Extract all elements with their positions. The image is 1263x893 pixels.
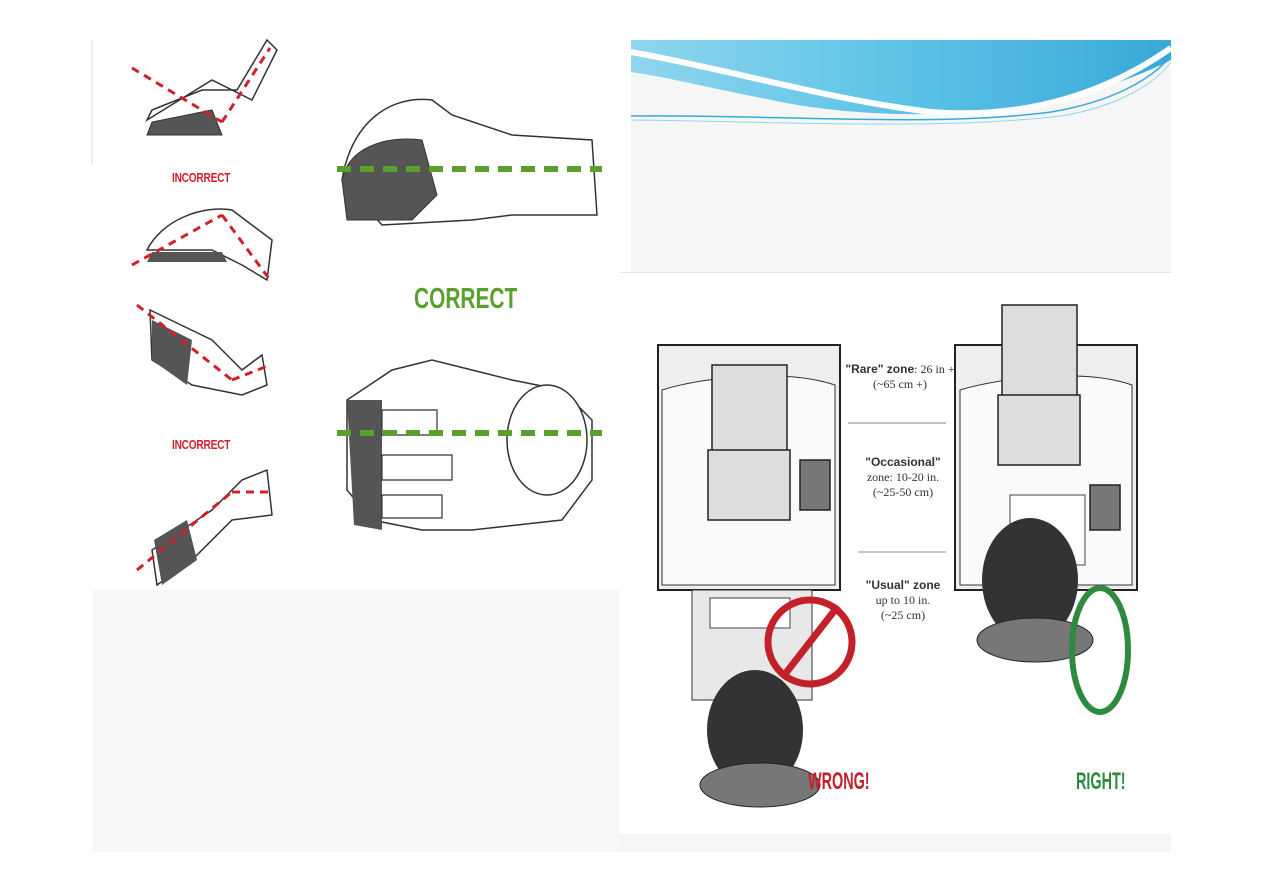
occasional-zone-text: "Occasional"zone: 10-20 in.(~25-50 cm) — [848, 455, 958, 500]
incorrect-hand-extended — [131, 38, 278, 136]
rare-zone-text: "Rare" zone: 26 in +(~65 cm +) — [840, 362, 960, 392]
correct-hand-side-view — [337, 98, 602, 226]
rare-zone-title: "Rare" zone — [845, 362, 915, 376]
occasional-zone-metric: (~25-50 cm) — [872, 485, 934, 499]
header-wave-graphic — [630, 40, 1173, 125]
rare-zone-metric: (~65 cm +) — [873, 377, 927, 391]
right-desk-layout — [954, 304, 1138, 715]
usual-zone-metric: (~25 cm) — [880, 608, 926, 622]
occasional-zone-value: zone: 10-20 in. — [866, 470, 940, 484]
rare-zone-value: : 26 in + — [914, 362, 955, 376]
right-bottom-strip — [620, 834, 1171, 852]
correct-label: CORRECT — [414, 283, 518, 315]
workstation-reach-illustration — [657, 304, 1138, 808]
left-bottom-panel — [92, 590, 622, 852]
wrong-desk-layout — [657, 344, 856, 808]
wrong-label: WRONG! — [808, 768, 870, 795]
wrist-posture-illustration — [91, 38, 602, 587]
incorrect-label-bottom: INCORRECT — [172, 437, 231, 452]
incorrect-hand-deviated — [136, 468, 273, 587]
right-label: RIGHT! — [1076, 768, 1126, 795]
incorrect-hand-rotated — [136, 303, 271, 396]
incorrect-label-top: INCORRECT — [172, 170, 231, 185]
occasional-zone-title: "Occasional" — [865, 455, 941, 469]
correct-hand-top-view — [337, 359, 602, 531]
usual-zone-title: "Usual" zone — [865, 578, 941, 592]
incorrect-hand-bent — [131, 208, 273, 282]
usual-zone-value: up to 10 in. — [875, 593, 931, 607]
